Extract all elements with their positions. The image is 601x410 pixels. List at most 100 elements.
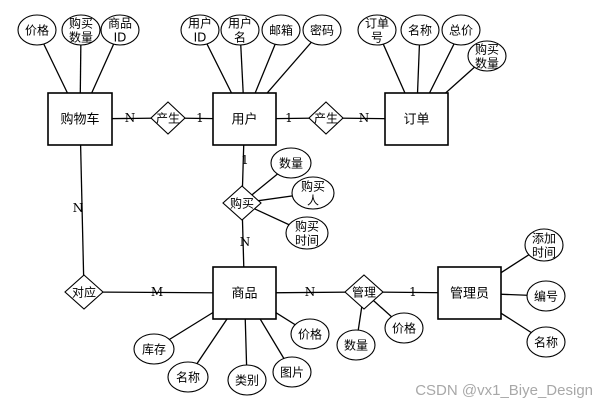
cardinality-label: N (240, 235, 251, 249)
relationship-diamond (308, 101, 344, 135)
attribute-mg_qty: 数量 (336, 329, 376, 361)
attribute-ellipse (357, 14, 397, 46)
attribute-order_qty: 购买数量 (467, 40, 507, 72)
entity-box (47, 92, 113, 146)
attribute-user_mail: 邮箱 (261, 14, 301, 46)
attribute-label: 添加时间 (532, 231, 556, 259)
attribute-ellipse (180, 14, 220, 46)
attribute-g_stock: 库存 (133, 333, 175, 365)
relationship-diamond (150, 101, 186, 135)
attribute-label: 购买人 (301, 178, 325, 207)
attribute-ellipse (467, 40, 507, 72)
attribute-car_qty: 购买数量 (61, 14, 101, 46)
attribute-ellipse (526, 326, 566, 358)
relationship-label: 购买 (230, 195, 254, 210)
attribute-g_cat: 类别 (227, 364, 267, 396)
attribute-label: 类别 (235, 373, 259, 387)
attribute-a_name: 名称 (526, 326, 566, 358)
attribute-label: 名称 (176, 369, 200, 384)
attribute-ellipse (227, 364, 267, 396)
entity-box (212, 266, 277, 320)
relationship-diamond (222, 185, 262, 221)
relationship-label: 对应 (72, 284, 96, 299)
attribute-g_name: 名称 (167, 361, 209, 393)
attribute-label: 价格 (25, 22, 49, 37)
relationship-diamond (344, 274, 384, 310)
attribute-order_name: 名称 (400, 14, 440, 46)
attribute-order_no: 订单号 (357, 14, 397, 46)
entity-label: 订单 (403, 113, 429, 128)
cardinality-label: 1 (241, 153, 249, 167)
cardinality-label: N (359, 111, 370, 125)
cardinality-label: N (73, 201, 84, 215)
edges-layer (36, 29, 547, 381)
attribute-a_no: 编号 (526, 280, 566, 312)
cardinality-label: N (125, 111, 136, 125)
cardinality-label: 1 (285, 111, 293, 125)
relationship-r_dy: 对应 (64, 274, 104, 310)
attribute-ellipse (17, 14, 57, 46)
attribute-label: 购买时间 (295, 218, 319, 247)
entity-user: 用户 (212, 92, 277, 146)
attribute-label: 数量 (344, 337, 368, 352)
attribute-label: 总价 (449, 23, 473, 37)
attribute-ellipse (441, 14, 481, 46)
attribute-ellipse (167, 361, 209, 393)
relationship-diamond (64, 274, 104, 310)
attribute-ellipse (302, 14, 342, 46)
attribute-label: 价格 (392, 320, 416, 335)
relationship-r_user_order: 产生 (308, 101, 344, 135)
entity-label: 用户 (231, 112, 257, 128)
attribute-user_name: 用户名 (220, 14, 260, 46)
cardinality-label: N (305, 285, 316, 299)
attribute-user_pwd: 密码 (302, 14, 342, 46)
attribute-label: 库存 (142, 341, 166, 356)
attribute-label: 用户名 (228, 15, 252, 44)
attribute-order_total: 总价 (441, 14, 481, 46)
entity-goods: 商品 (212, 266, 277, 320)
attribute-ellipse (270, 147, 312, 179)
attribute-g_price: 价格 (290, 318, 330, 350)
attribute-label: 编号 (534, 288, 558, 303)
attribute-label: 订单号 (365, 16, 389, 44)
attribute-label: 购买数量 (69, 15, 93, 44)
attribute-buy_qty: 数量 (270, 147, 312, 179)
attribute-label: 购买数量 (475, 41, 499, 70)
entity-label: 购物车 (60, 112, 99, 128)
attribute-ellipse (133, 333, 175, 365)
attribute-ellipse (290, 318, 330, 350)
attribute-ellipse (220, 14, 260, 46)
attribute-ellipse (400, 14, 440, 46)
attribute-label: 邮箱 (269, 22, 293, 37)
entity-order: 订单 (384, 92, 449, 146)
attribute-label: 名称 (534, 334, 558, 349)
entity-box (212, 92, 277, 146)
attribute-ellipse (285, 216, 329, 250)
entity-box (437, 266, 502, 320)
attribute-ellipse (261, 14, 301, 46)
relationship-label: 产生 (314, 111, 338, 125)
attribute-label: 图片 (280, 365, 304, 379)
watermark: CSDN @vx1_Biye_Design (415, 382, 593, 399)
relationship-label: 管理 (352, 284, 376, 299)
attribute-ellipse (291, 176, 335, 210)
entity-label: 管理员 (450, 287, 489, 302)
attribute-ellipse (526, 280, 566, 312)
entity-car: 购物车 (47, 92, 113, 146)
relationship-label: 产生 (156, 111, 180, 125)
attribute-mg_price: 价格 (384, 312, 424, 344)
attribute-g_img: 图片 (272, 356, 312, 388)
cardinality-label: M (151, 285, 163, 299)
entity-admin: 管理员 (437, 266, 502, 320)
attribute-ellipse (336, 329, 376, 361)
relationship-r_buy: 购买 (222, 185, 262, 221)
attribute-label: 数量 (279, 155, 303, 170)
attribute-label: 价格 (298, 326, 322, 341)
